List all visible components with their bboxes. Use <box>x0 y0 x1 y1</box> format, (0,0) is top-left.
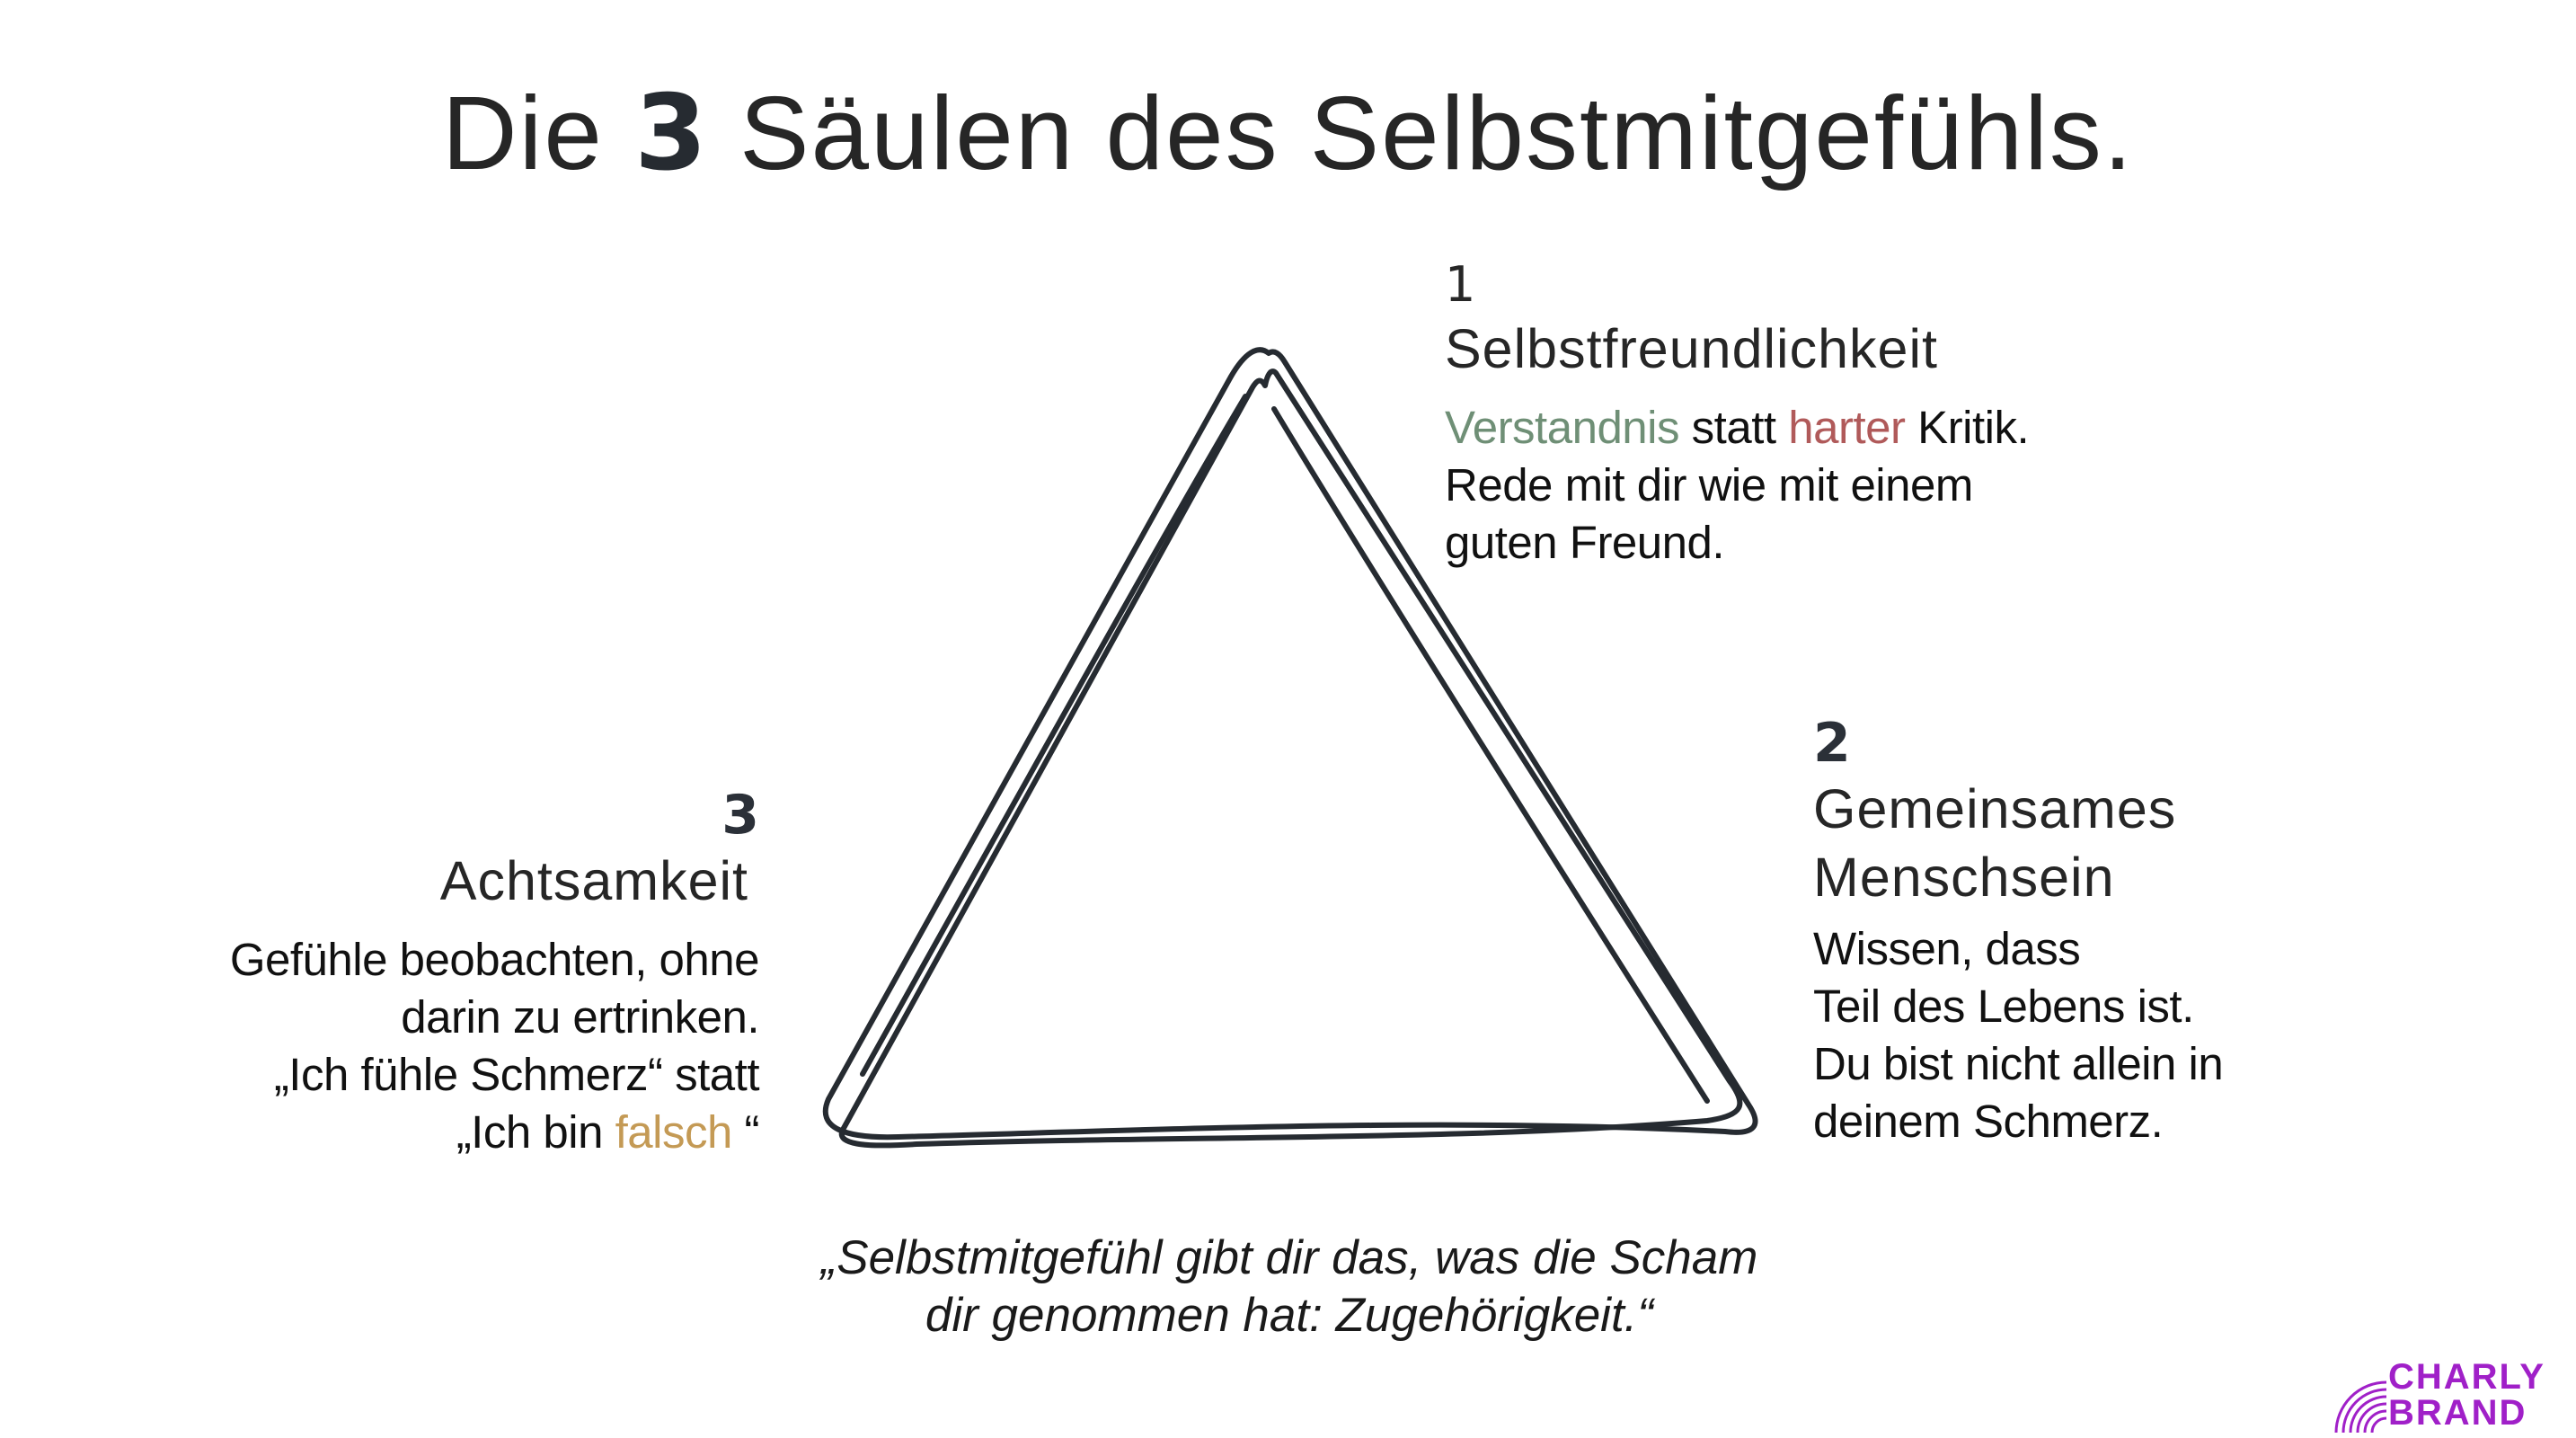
pillar-3: 3 Achtsamkeit Gefühle beobachten, ohne d… <box>90 784 760 1161</box>
triangle-stroke-inner <box>838 368 1743 1149</box>
pillar-3-name: Achtsamkeit <box>439 850 748 911</box>
pillar-1-desc-line-1: Verstandnis statt harter Kritik. <box>1445 402 2030 453</box>
highlight-harsh: harter <box>1788 402 1906 453</box>
pillar-1-desc-line-3: guten Freund. <box>1445 517 1725 568</box>
page-title: Die 3 Säulen des Selbstmitgefühls. <box>0 74 2576 193</box>
triangle-stroke-outer <box>822 347 1758 1141</box>
triangle-diagram <box>822 347 1758 1149</box>
charly-brand-logo: CHARLY BRAND <box>2333 1357 2576 1438</box>
highlight-wrong: falsch <box>615 1106 733 1158</box>
pillar-2-number: 2 <box>1813 712 1851 775</box>
logo-line-2: BRAND <box>2388 1393 2527 1433</box>
title-number: 3 <box>634 73 709 194</box>
pillar-1: 1 Selbstfreundlichkeit Verstandnis statt… <box>1445 256 2253 572</box>
title-suffix: Säulen des Selbstmitgefühls. <box>739 75 2135 191</box>
pillar-1-name: Selbstfreundlichkeit <box>1445 318 1938 379</box>
pillar-1-number: 1 <box>1445 256 1476 313</box>
pillar-2-description: Wissen, dass Teil des Lebens ist. Du bis… <box>1813 923 2224 1147</box>
pillar-2: 2 Gemeinsames Menschsein Wissen, dass Te… <box>1813 712 2460 1150</box>
pillar-1-description: Verstandnis statt harter Kritik. Rede mi… <box>1445 399 2253 572</box>
pillar-3-number: 3 <box>721 784 759 847</box>
pillar-3-description: Gefühle beobachten, ohne darin zu ertrin… <box>229 934 760 1158</box>
logo-line-1: CHARLY <box>2388 1357 2545 1397</box>
pillar-2-name: Gemeinsames Menschsein <box>1813 778 2177 908</box>
closing-quote: „Selbstmitgefühl gibt dir das, was die S… <box>820 1231 1758 1342</box>
highlight-understanding: Verstandnis <box>1445 402 1680 453</box>
title-prefix: Die <box>441 75 604 191</box>
pillar-1-desc-line-2: Rede mit dir wie mit einem <box>1445 459 1973 510</box>
rainbow-arcs-icon <box>2334 1380 2387 1434</box>
triangle-stroke-loop <box>860 394 1710 1104</box>
